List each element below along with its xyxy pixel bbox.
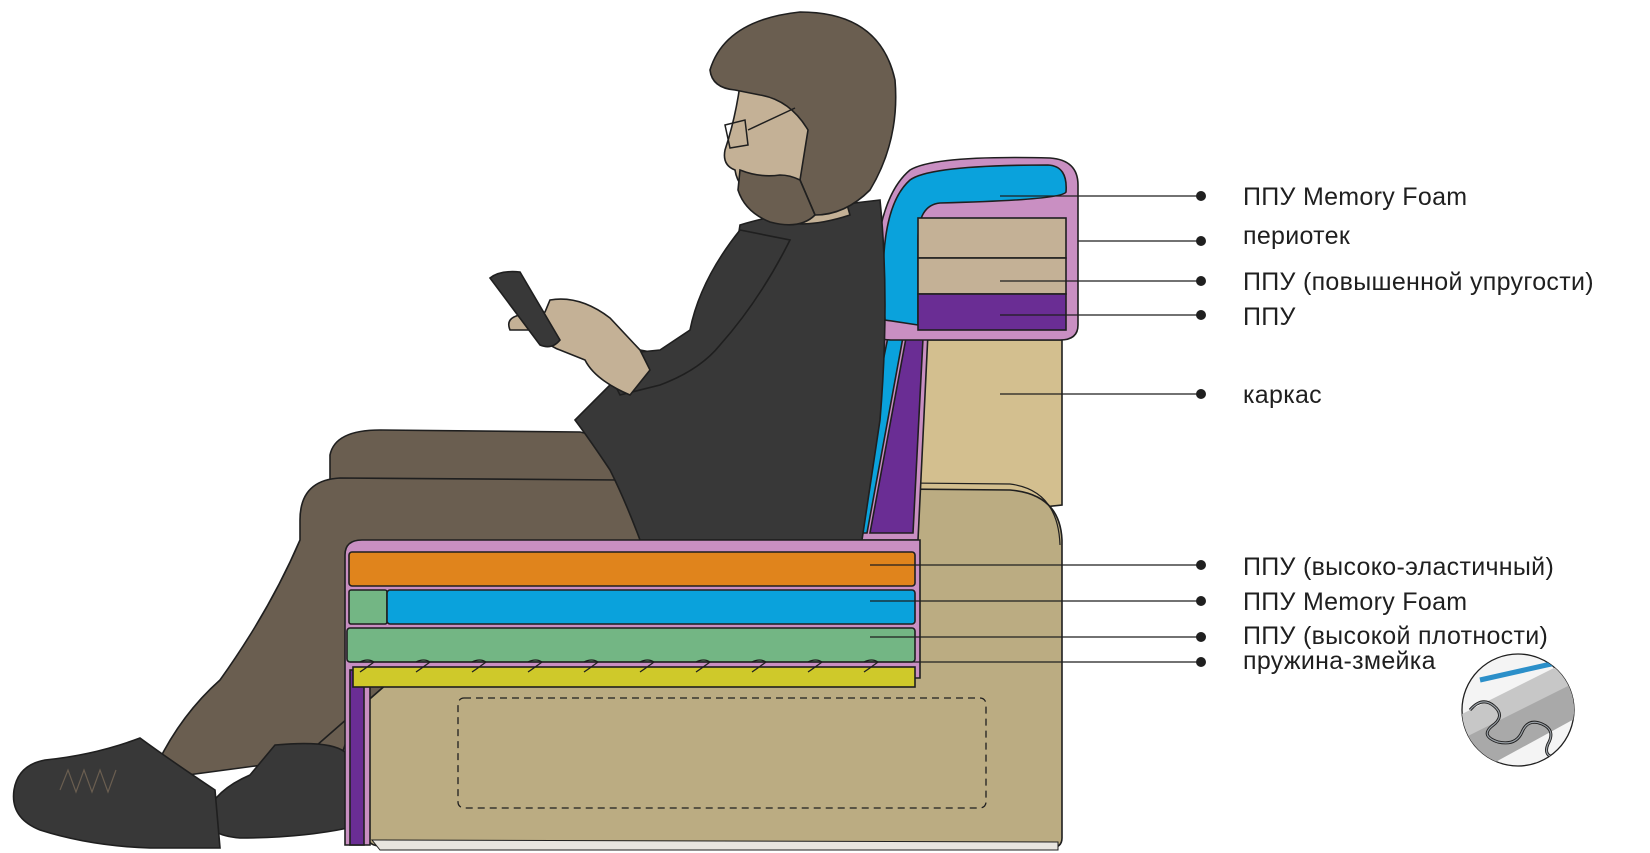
label-headrest-ppu: ППУ xyxy=(1243,305,1296,330)
label-seat-high-elastic: ППУ (высоко-эластичный) xyxy=(1243,555,1554,580)
seat-high-density-layer xyxy=(347,628,915,662)
label-snake-spring: пружина-змейка xyxy=(1243,649,1436,674)
seat-memory-foam-layer xyxy=(387,590,915,624)
headrest-periotek xyxy=(918,218,1066,258)
seat-high-elastic-layer xyxy=(349,552,915,586)
label-seat-memory-foam: ППУ Memory Foam xyxy=(1243,590,1467,615)
headrest-ppu xyxy=(918,294,1066,330)
seat-memory-foam-edge xyxy=(349,590,387,624)
seat-front-ppu-strip xyxy=(350,670,364,845)
seat-snake-spring-bar xyxy=(353,667,915,687)
label-headrest-high-resilience: ППУ (повышенной упругости) xyxy=(1243,270,1594,295)
label-frame: каркас xyxy=(1243,383,1322,408)
label-headrest-memory-foam: ППУ Memory Foam xyxy=(1243,185,1467,210)
label-seat-high-density: ППУ (высокой плотности) xyxy=(1243,624,1548,649)
snake-spring-detail-icon xyxy=(1450,654,1600,766)
label-periotek: периотек xyxy=(1243,224,1350,249)
sofa-plinth xyxy=(372,840,1058,850)
headrest-high-resilience xyxy=(918,258,1066,294)
